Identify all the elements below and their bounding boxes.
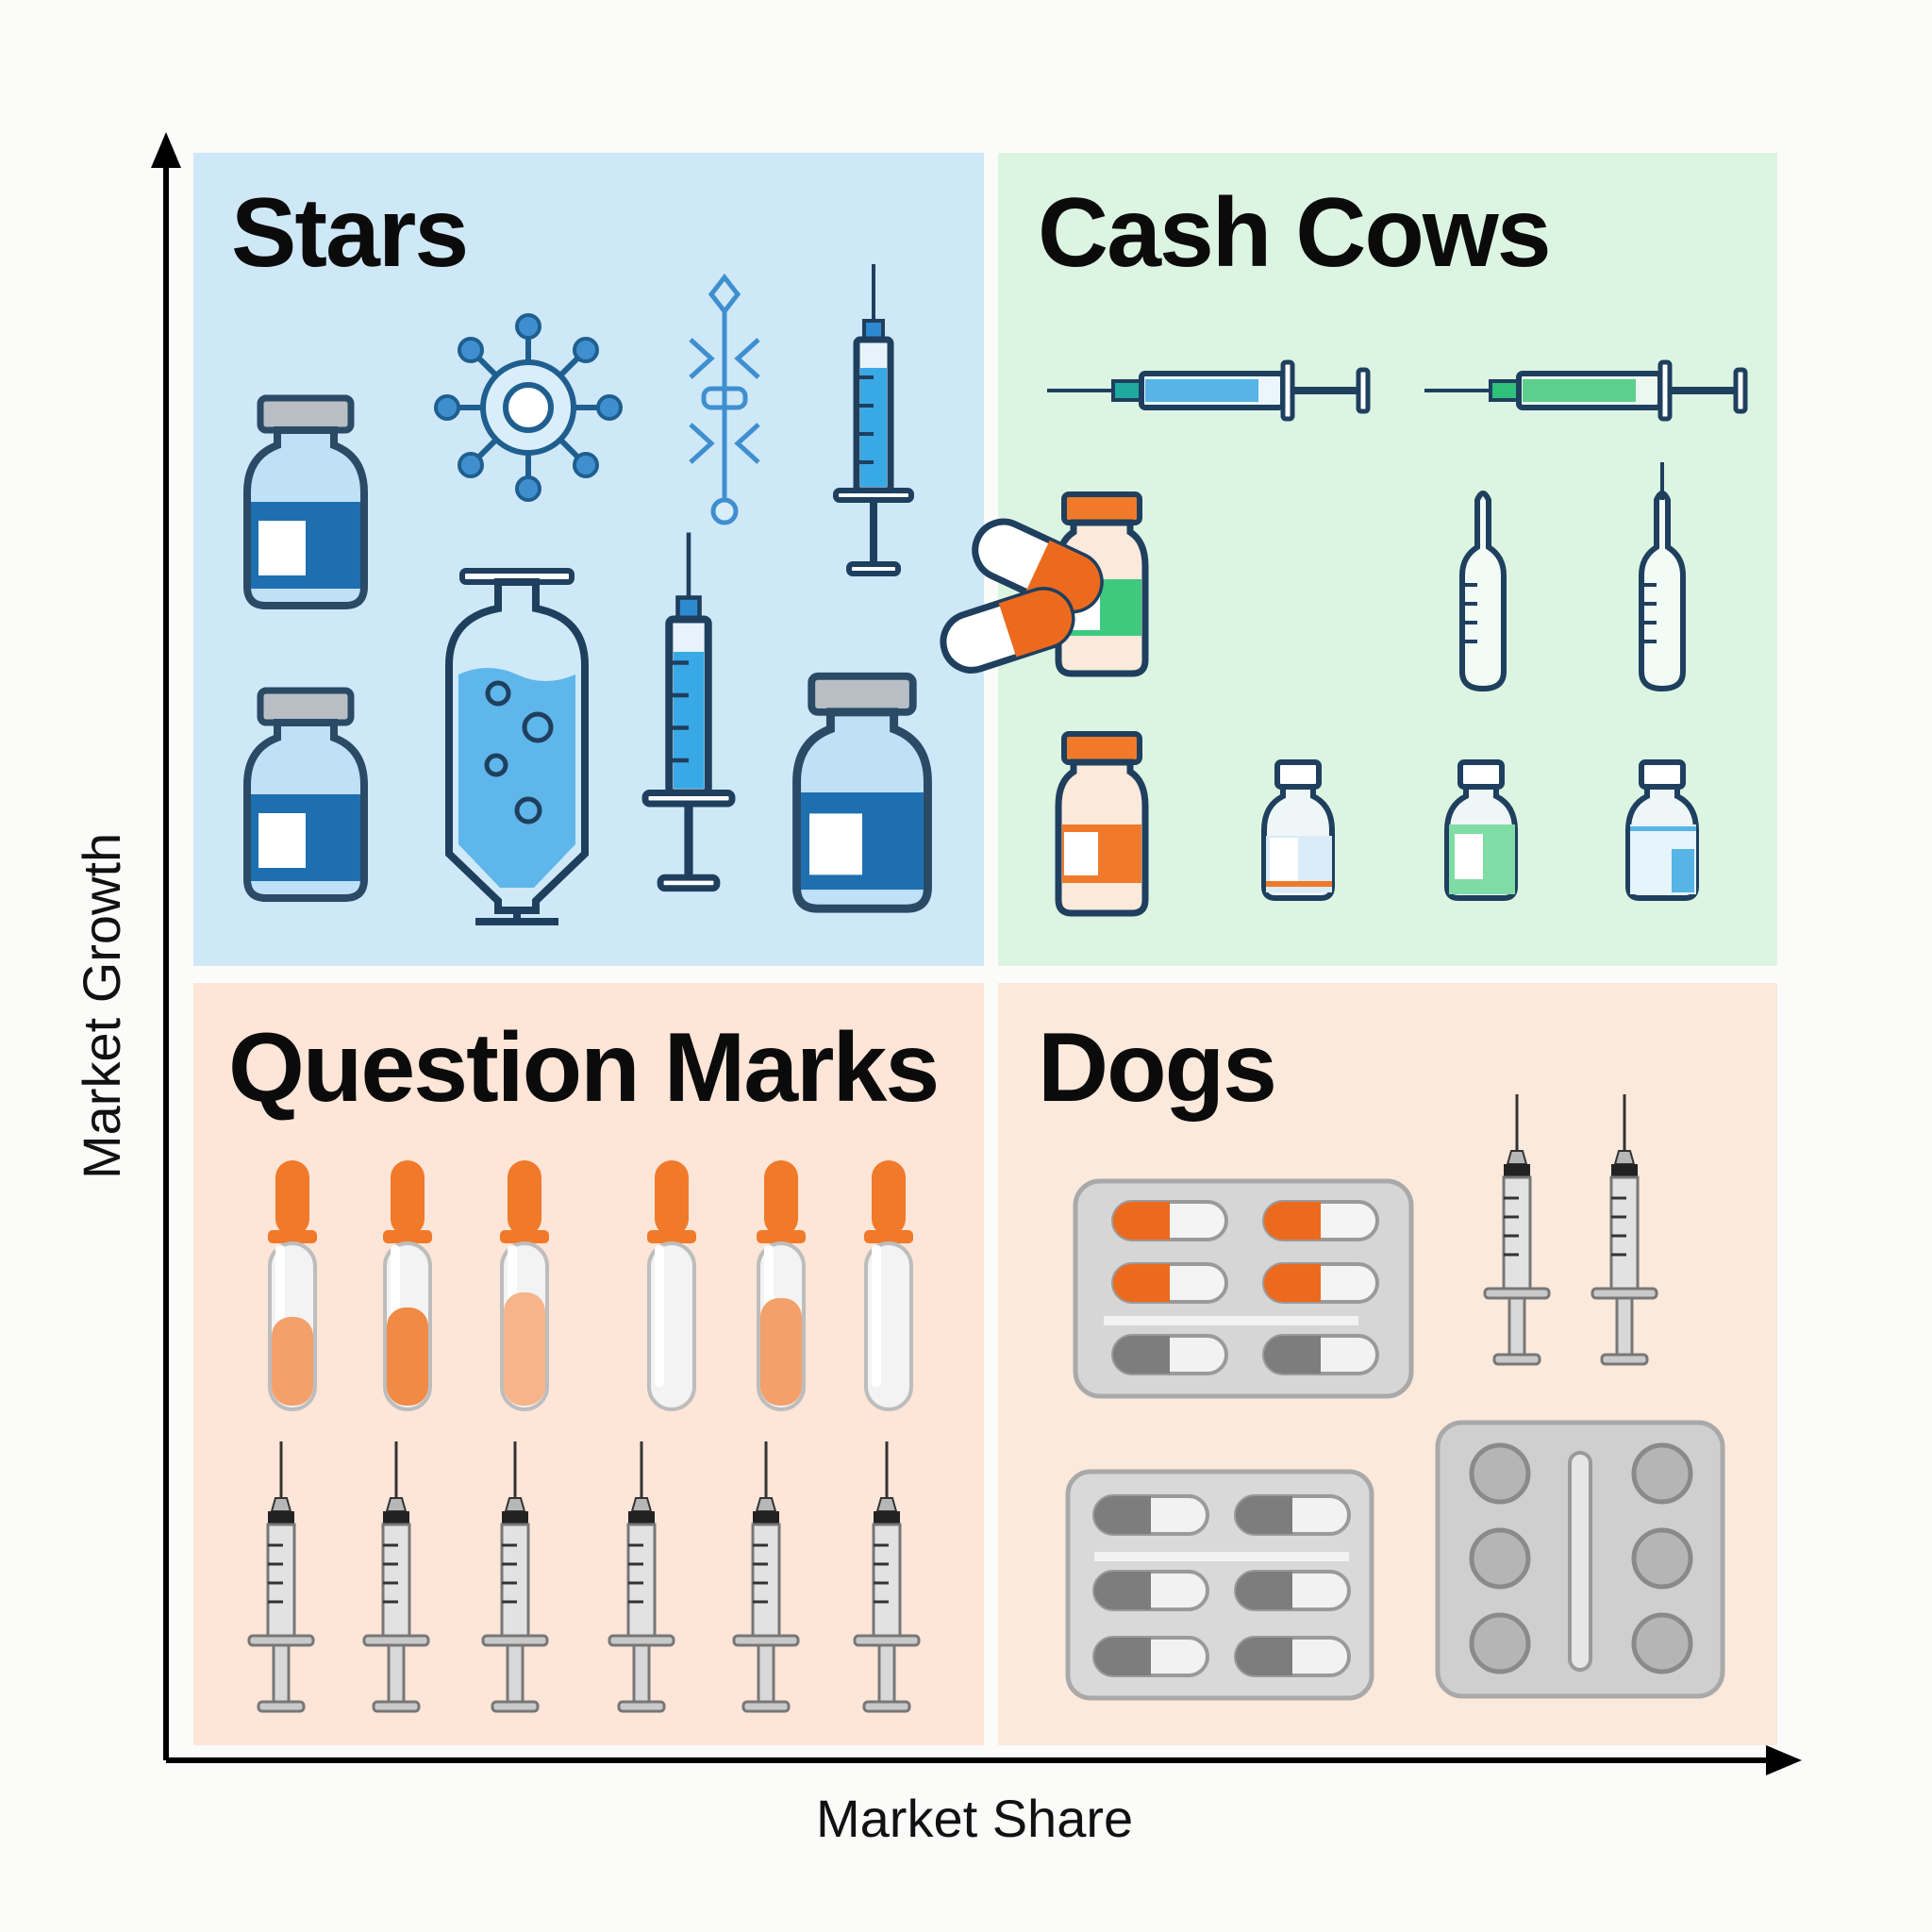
vial-icon: [247, 691, 364, 898]
syringe-icon: [1047, 359, 1371, 422]
syringe-icon: [836, 264, 911, 574]
syringe-icon: [732, 1440, 800, 1713]
dogs-icons: [1065, 1092, 1725, 1701]
syringe-icon: [1591, 1092, 1658, 1366]
quadrant-question-marks: [193, 983, 984, 1745]
test-tube-icon: [498, 1158, 551, 1411]
blister-pack-icon: [1065, 1469, 1374, 1701]
test-tube-icon: [862, 1158, 915, 1411]
flask-icon: [445, 568, 589, 925]
vial-icon: [797, 676, 928, 908]
syringe-icon: [645, 533, 732, 889]
cash-cows-icons: [940, 359, 1748, 913]
test-tube-icon: [266, 1158, 319, 1411]
syringe-icon: [481, 1440, 549, 1713]
blister-pack-icon: [1073, 1178, 1414, 1399]
vial-icon: [247, 398, 364, 606]
vial-icon: [1447, 762, 1515, 898]
syringe-icon: [362, 1440, 430, 1713]
quadrant-title-question-marks: Question Marks: [228, 1013, 940, 1123]
vial-icon: [1628, 762, 1696, 898]
capsule-icon: [940, 587, 1075, 674]
x-axis-label: Market Share: [816, 1789, 1134, 1848]
stars-icons: [247, 264, 928, 925]
syringe-icon: [1424, 359, 1748, 422]
quadrant-title-dogs: Dogs: [1038, 1013, 1277, 1123]
syringe-icon: [247, 1440, 315, 1713]
ampoule-icon: [1462, 493, 1504, 689]
y-axis-arrow: [151, 132, 181, 168]
tablet-blister-icon: [1435, 1420, 1725, 1699]
quadrant-title-stars: Stars: [231, 178, 469, 288]
syringe-icon: [1483, 1092, 1551, 1366]
syringe-icon: [853, 1440, 921, 1713]
test-tube-icon: [755, 1158, 808, 1411]
molecule-icon: [434, 313, 623, 502]
dna-icon: [689, 273, 760, 525]
test-tube-icon: [645, 1158, 698, 1411]
pill-bottle-icon: [1058, 734, 1145, 913]
ampoule-icon: [1641, 462, 1683, 689]
test-tube-icon: [381, 1158, 434, 1411]
quadrant-title-cash-cows: Cash Cows: [1038, 178, 1552, 288]
vial-icon: [1264, 762, 1332, 898]
question-marks-icons: [247, 1158, 921, 1713]
syringe-icon: [608, 1440, 675, 1713]
x-axis-arrow: [1766, 1745, 1802, 1775]
